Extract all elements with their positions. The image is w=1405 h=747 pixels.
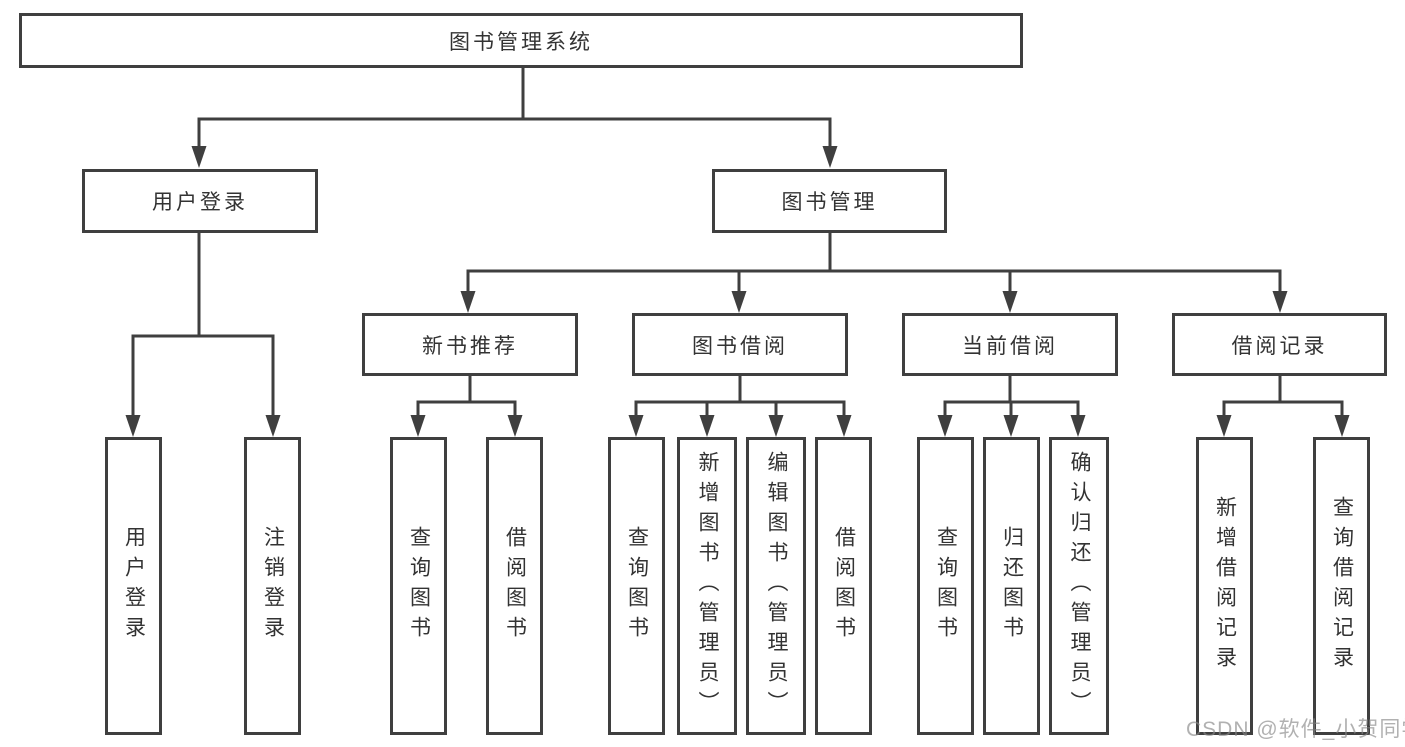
node-book-management: 图书管理 (712, 169, 947, 233)
leaf-query-books-newbook-label: 查询图书 (407, 526, 431, 646)
leaf-add-borrow-record-label: 新增借阅记录 (1213, 496, 1237, 676)
leaf-query-books-current: 查询图书 (917, 437, 974, 735)
leaf-query-borrow-record-label: 查询借阅记录 (1330, 496, 1354, 676)
node-current-borrow: 当前借阅 (902, 313, 1118, 376)
leaf-borrow-books-newbook: 借阅图书 (486, 437, 543, 735)
leaf-user-login: 用户登录 (105, 437, 162, 735)
leaf-edit-book-admin: 编辑图书（管理员） (746, 437, 806, 735)
node-book-management-label: 图书管理 (781, 191, 878, 214)
node-borrow-records: 借阅记录 (1172, 313, 1387, 376)
leaf-add-book-admin-label: 新增图书（管理员） (696, 451, 719, 721)
node-user-login: 用户登录 (82, 169, 318, 233)
leaf-logout: 注销登录 (244, 437, 301, 735)
leaf-user-login-label: 用户登录 (122, 526, 146, 646)
node-new-book-recommend-label: 新书推荐 (422, 334, 518, 358)
node-book-borrow-label: 图书借阅 (692, 334, 788, 358)
node-borrow-records-label: 借阅记录 (1231, 334, 1328, 358)
leaf-confirm-return-admin: 确认归还（管理员） (1049, 437, 1109, 735)
leaf-borrow-books-newbook-label: 借阅图书 (503, 526, 527, 646)
leaf-query-books-borrow: 查询图书 (608, 437, 665, 735)
leaf-logout-label: 注销登录 (261, 526, 285, 646)
leaf-return-books: 归还图书 (983, 437, 1040, 735)
leaf-borrow-books-borrow: 借阅图书 (815, 437, 872, 735)
node-book-borrow: 图书借阅 (632, 313, 848, 376)
leaf-confirm-return-admin-label: 确认归还（管理员） (1068, 451, 1091, 721)
leaf-add-borrow-record: 新增借阅记录 (1196, 437, 1253, 735)
node-library-system: 图书管理系统 (19, 13, 1023, 68)
leaf-return-books-label: 归还图书 (1000, 526, 1024, 646)
node-user-login-label: 用户登录 (152, 191, 248, 214)
node-current-borrow-label: 当前借阅 (962, 334, 1058, 358)
leaf-query-books-newbook: 查询图书 (390, 437, 447, 735)
watermark: CSDN @软件_小贺同学 (1186, 718, 1405, 741)
leaf-edit-book-admin-label: 编辑图书（管理员） (765, 451, 788, 721)
leaf-query-books-current-label: 查询图书 (934, 526, 958, 646)
leaf-query-borrow-record: 查询借阅记录 (1313, 437, 1370, 735)
leaf-borrow-books-borrow-label: 借阅图书 (832, 526, 856, 646)
node-new-book-recommend: 新书推荐 (362, 313, 578, 376)
node-library-system-label: 图书管理系统 (449, 30, 593, 54)
leaf-add-book-admin: 新增图书（管理员） (677, 437, 737, 735)
leaf-query-books-borrow-label: 查询图书 (625, 526, 649, 646)
